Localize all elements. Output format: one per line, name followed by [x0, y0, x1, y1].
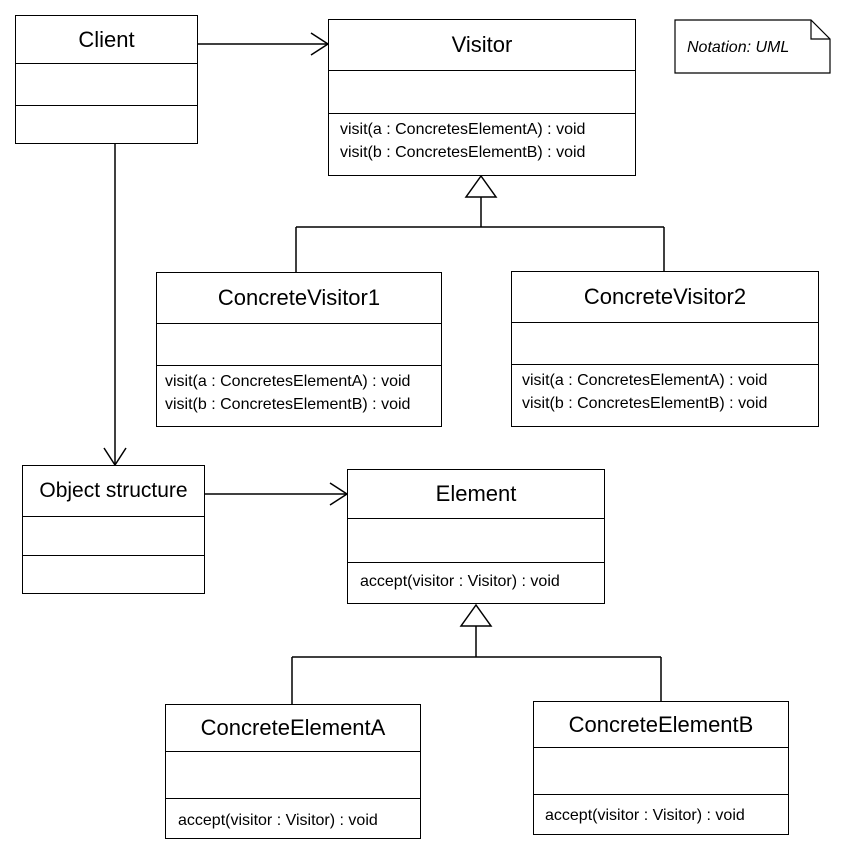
operation-visit-a: visit(a : ConcretesElementA) : void	[522, 372, 768, 389]
operation-accept: accept(visitor : Visitor) : void	[545, 807, 745, 824]
operation-visit-a: visit(a : ConcretesElementA) : void	[340, 121, 586, 138]
class-concrete-visitor1-operations: visit(a : ConcretesElementA) : void visi…	[157, 366, 441, 416]
class-element-operations: accept(visitor : Visitor) : void	[348, 563, 604, 593]
generalization-triangle-icon	[459, 603, 493, 627]
class-concrete-visitor1: ConcreteVisitor1 visit(a : ConcretesElem…	[156, 272, 442, 427]
class-element: Element accept(visitor : Visitor) : void	[347, 469, 605, 604]
operation-visit-b: visit(b : ConcretesElementB) : void	[522, 395, 768, 412]
class-client-attributes	[16, 64, 197, 106]
class-client-name: Client	[16, 16, 197, 64]
class-object-structure-name: Object structure	[23, 466, 204, 517]
class-concrete-element-b-name: ConcreteElementB	[534, 702, 788, 748]
class-element-attributes	[348, 519, 604, 563]
class-concrete-visitor2-attributes	[512, 323, 818, 365]
class-concrete-visitor1-attributes	[157, 324, 441, 366]
class-element-name: Element	[348, 470, 604, 519]
class-concrete-visitor1-name: ConcreteVisitor1	[157, 273, 441, 324]
operation-visit-b: visit(b : ConcretesElementB) : void	[340, 144, 586, 161]
class-client: Client	[15, 15, 198, 144]
note-shape	[674, 19, 831, 74]
notation-note-text: Notation: UML	[687, 39, 790, 56]
class-concrete-element-b-attributes	[534, 748, 788, 795]
class-visitor-name: Visitor	[329, 20, 635, 71]
class-visitor: Visitor visit(a : ConcretesElementA) : v…	[328, 19, 636, 176]
class-concrete-element-a-attributes	[166, 752, 420, 799]
class-object-structure-attributes	[23, 517, 204, 556]
class-visitor-operations: visit(a : ConcretesElementA) : void visi…	[329, 114, 635, 164]
class-concrete-visitor2-operations: visit(a : ConcretesElementA) : void visi…	[512, 365, 818, 415]
class-concrete-element-a: ConcreteElementA accept(visitor : Visito…	[165, 704, 421, 839]
class-concrete-element-b-operations: accept(visitor : Visitor) : void	[534, 795, 788, 827]
class-concrete-element-a-operations: accept(visitor : Visitor) : void	[166, 799, 420, 832]
class-concrete-element-a-name: ConcreteElementA	[166, 705, 420, 752]
note-fold-icon	[810, 20, 830, 40]
operation-visit-a: visit(a : ConcretesElementA) : void	[165, 373, 411, 390]
operation-visit-b: visit(b : ConcretesElementB) : void	[165, 396, 411, 413]
operation-accept: accept(visitor : Visitor) : void	[178, 812, 378, 829]
operation-accept: accept(visitor : Visitor) : void	[360, 573, 560, 590]
class-visitor-attributes	[329, 71, 635, 114]
class-concrete-visitor2-name: ConcreteVisitor2	[512, 272, 818, 323]
class-object-structure: Object structure	[22, 465, 205, 594]
class-concrete-visitor2: ConcreteVisitor2 visit(a : ConcretesElem…	[511, 271, 819, 427]
generalization-triangle-icon	[464, 174, 498, 198]
notation-note: Notation: UML	[675, 20, 830, 73]
class-concrete-element-b: ConcreteElementB accept(visitor : Visito…	[533, 701, 789, 835]
